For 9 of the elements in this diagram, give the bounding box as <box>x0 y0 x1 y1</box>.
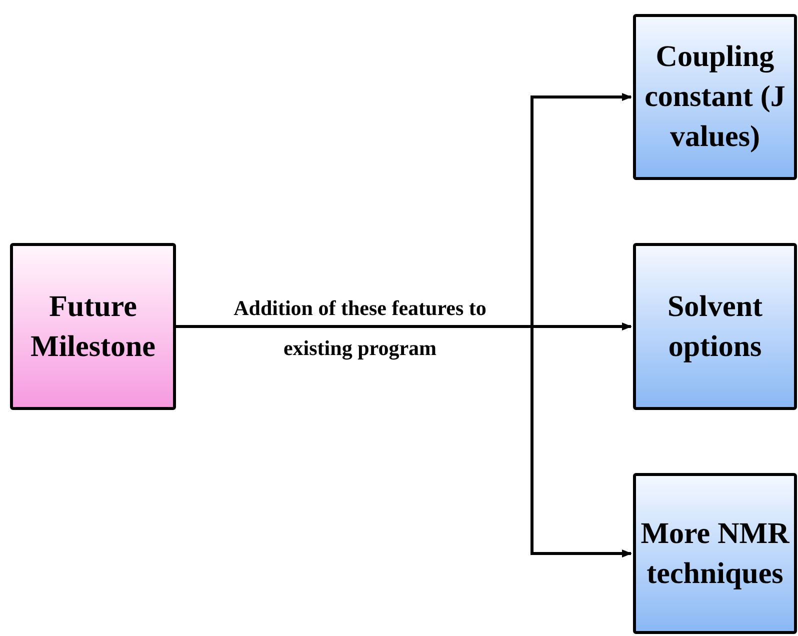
process-box <box>10 243 176 410</box>
process-box <box>633 14 797 180</box>
edge-label: Addition of these features to existing program <box>232 295 488 362</box>
process-box <box>633 473 797 634</box>
box-text: Future Milestone <box>30 288 156 364</box>
box-text: More NMR techniques <box>640 516 790 592</box>
box-text: Solvent options <box>666 288 764 364</box>
box-text: Coupling constant (J values) <box>644 39 786 155</box>
process-box <box>633 243 797 410</box>
